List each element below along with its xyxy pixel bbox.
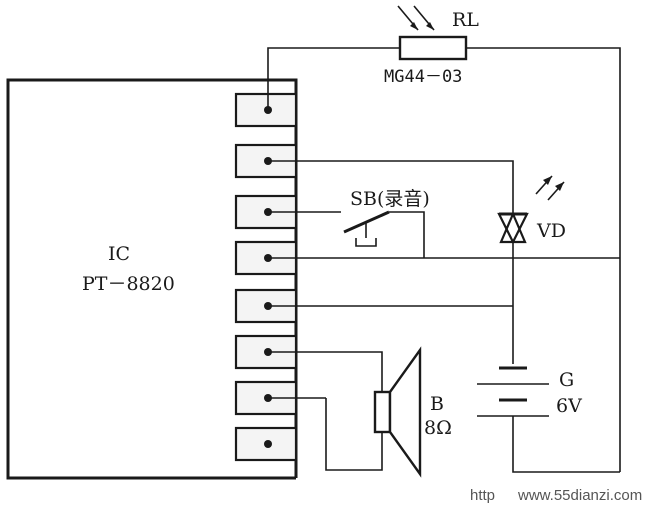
- wire-pin6-speaker: [268, 351, 383, 392]
- watermark-prefix: http: [470, 487, 495, 504]
- wire-resistor-right-rail: [466, 47, 621, 472]
- watermark-site[interactable]: www.55dianzi.com: [517, 487, 642, 504]
- speaker-icon: [373, 346, 422, 478]
- battery-ref-label: G: [559, 369, 574, 391]
- speaker-ref-label: B: [430, 393, 444, 415]
- wire-switch-rail: [389, 211, 425, 258]
- ic-part-label: PT－8820: [82, 273, 175, 295]
- wire-pin2-led: [268, 160, 514, 214]
- led-icon: [497, 175, 565, 245]
- battery-value-label: 6V: [556, 395, 582, 417]
- light-arrows-icon: [397, 5, 435, 31]
- photoresistor-body: [398, 35, 468, 61]
- resistor-ref-label: RL: [452, 9, 479, 31]
- wire-battery-bottom: [512, 416, 620, 473]
- ic-name-label: IC: [108, 243, 130, 265]
- switch-label: SB(录音): [350, 188, 430, 210]
- wire-speaker-return: [325, 398, 383, 471]
- speaker-value-label: 8Ω: [424, 417, 452, 439]
- record-switch-icon: [343, 210, 390, 247]
- ic-pin-8: [234, 426, 298, 462]
- ic-pin-1: [234, 92, 298, 128]
- resistor-part-label: MG44－03: [384, 67, 462, 87]
- wire-pin1-resistor: [267, 47, 400, 110]
- led-ref-label: VD: [536, 220, 566, 242]
- battery-icon: [477, 366, 549, 417]
